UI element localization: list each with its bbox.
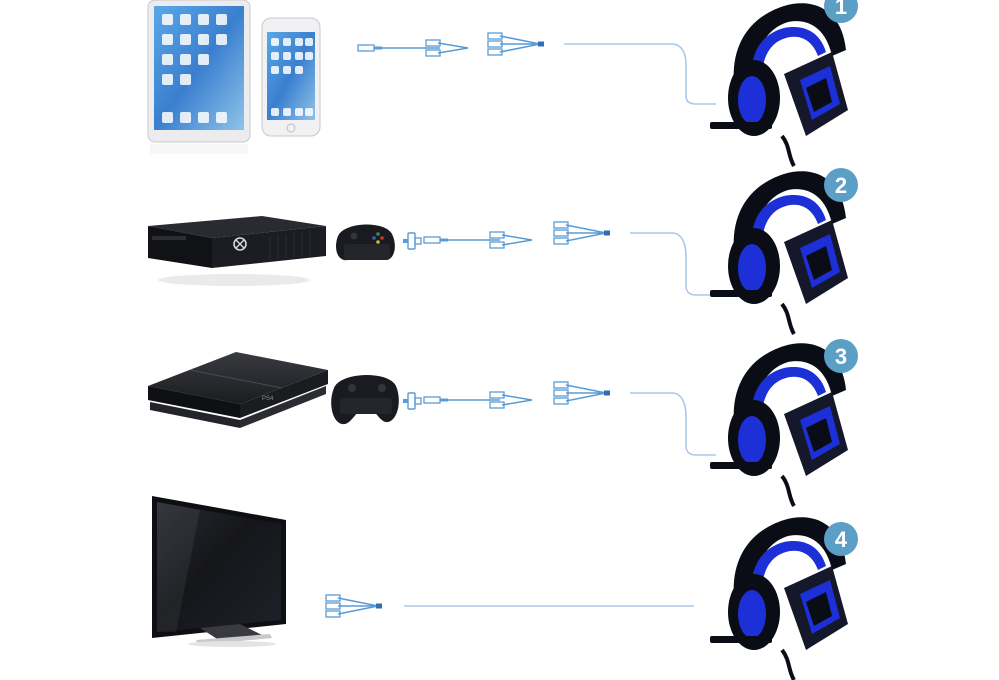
svg-text:PS4: PS4 — [262, 396, 274, 402]
xbox-controller-icon — [336, 224, 395, 261]
row-1: 1 — [147, 0, 858, 169]
headset-icon-3 — [708, 341, 850, 508]
smartphone-icon — [261, 17, 321, 137]
headset-icon-1 — [708, 1, 850, 169]
row-4: 4 — [152, 496, 858, 680]
svg-text:1: 1 — [835, 0, 847, 19]
badge-4: 4 — [824, 522, 858, 556]
cable-row-3 — [402, 381, 716, 456]
badge-1: 1 — [824, 0, 858, 23]
badge-3: 3 — [824, 339, 858, 373]
svg-text:3: 3 — [835, 344, 847, 369]
row-2: 2 — [148, 168, 858, 336]
cable-row-1 — [357, 32, 716, 105]
cable-row-4 — [325, 594, 694, 618]
ps4-console-icon: PS4 — [148, 352, 328, 428]
tablet-icon — [147, 0, 251, 154]
ps4-controller-icon — [331, 374, 399, 425]
svg-text:2: 2 — [835, 173, 847, 198]
tv-icon — [152, 496, 286, 647]
row-3: PS4 3 — [148, 339, 858, 508]
cable-row-2 — [402, 221, 716, 296]
xbox-console-icon — [148, 216, 326, 286]
svg-text:4: 4 — [835, 527, 848, 552]
headset-icon-2 — [708, 169, 850, 336]
badge-2: 2 — [824, 168, 858, 202]
